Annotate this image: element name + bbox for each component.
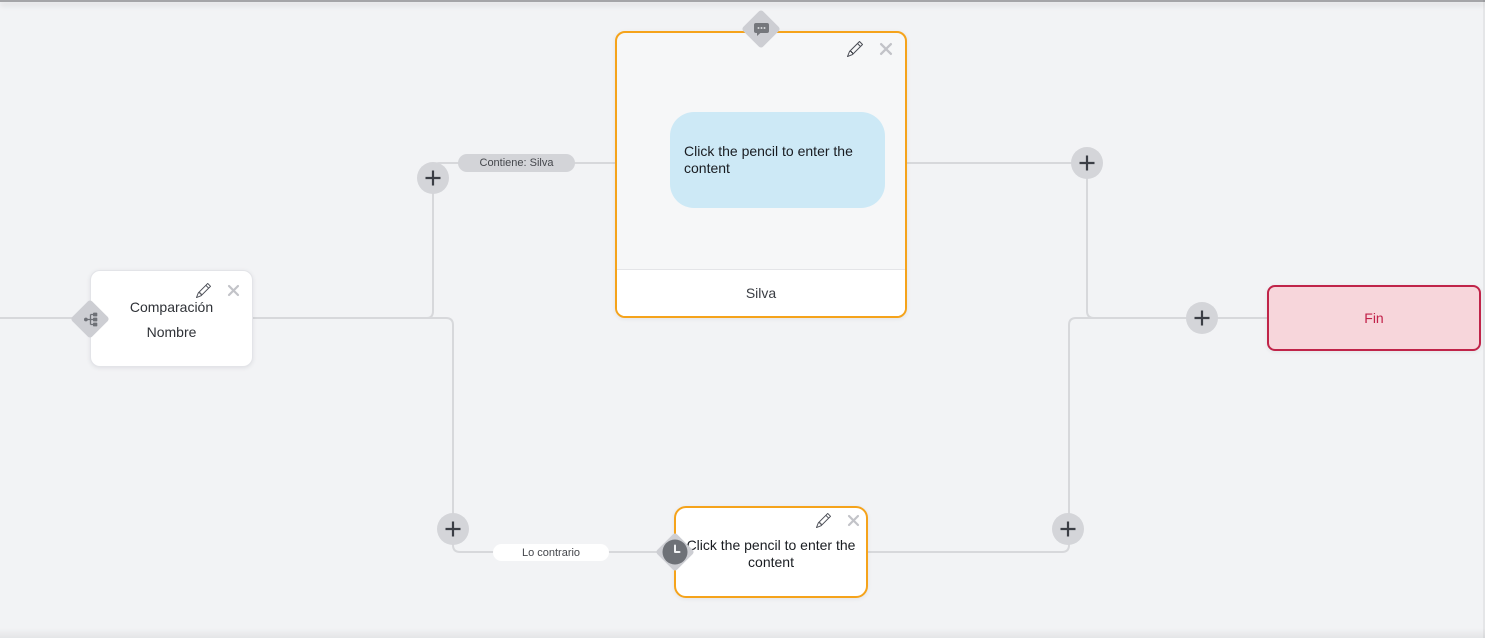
canvas-top-edge	[0, 0, 1485, 2]
plus-icon	[1060, 521, 1076, 537]
add-step-button[interactable]	[1071, 147, 1103, 179]
edge-label-contains[interactable]: Contiene: Silva	[458, 154, 575, 172]
clock-icon	[662, 539, 688, 565]
message-node[interactable]: Click the pencil to enter the content Si…	[615, 31, 907, 318]
branch-icon	[83, 312, 97, 326]
message-content-bubble: Click the pencil to enter the content	[670, 112, 885, 208]
pencil-icon	[847, 41, 863, 57]
delay-placeholder-text: Click the pencil to enter the content	[686, 537, 856, 570]
message-node-footer: Silva	[617, 269, 905, 316]
condition-node[interactable]: Comparación Nombre	[90, 270, 253, 367]
edit-node-button[interactable]	[815, 512, 831, 528]
delete-node-button[interactable]	[225, 282, 241, 298]
delete-node-button[interactable]	[845, 512, 861, 528]
end-node[interactable]: Fin	[1267, 285, 1481, 351]
add-step-button[interactable]	[417, 162, 449, 194]
pencil-icon	[195, 282, 211, 298]
pencil-icon	[815, 512, 831, 528]
plus-icon	[445, 521, 461, 537]
close-icon	[847, 514, 859, 526]
add-step-button[interactable]	[437, 513, 469, 545]
canvas-right-edge	[1483, 0, 1485, 638]
message-placeholder-text: Click the pencil to enter the content	[684, 142, 853, 176]
delete-node-button[interactable]	[878, 41, 894, 57]
message-reply-label: Silva	[745, 285, 777, 301]
add-step-button[interactable]	[1052, 513, 1084, 545]
plus-icon	[425, 170, 441, 186]
edit-node-button[interactable]	[847, 41, 863, 57]
close-icon	[227, 284, 239, 296]
edit-node-button[interactable]	[195, 282, 211, 298]
condition-node-title: Comparación Nombre	[129, 299, 214, 340]
delay-node[interactable]: Click the pencil to enter the content	[674, 506, 868, 598]
plus-icon	[1194, 310, 1210, 326]
add-step-button[interactable]	[1186, 302, 1218, 334]
edge-label-otherwise[interactable]: Lo contrario	[493, 544, 609, 561]
end-node-label: Fin	[1364, 310, 1384, 326]
plus-icon	[1079, 155, 1095, 171]
close-icon	[879, 42, 893, 56]
canvas-bottom-edge	[0, 628, 1485, 638]
chat-bubble-icon	[753, 22, 769, 36]
